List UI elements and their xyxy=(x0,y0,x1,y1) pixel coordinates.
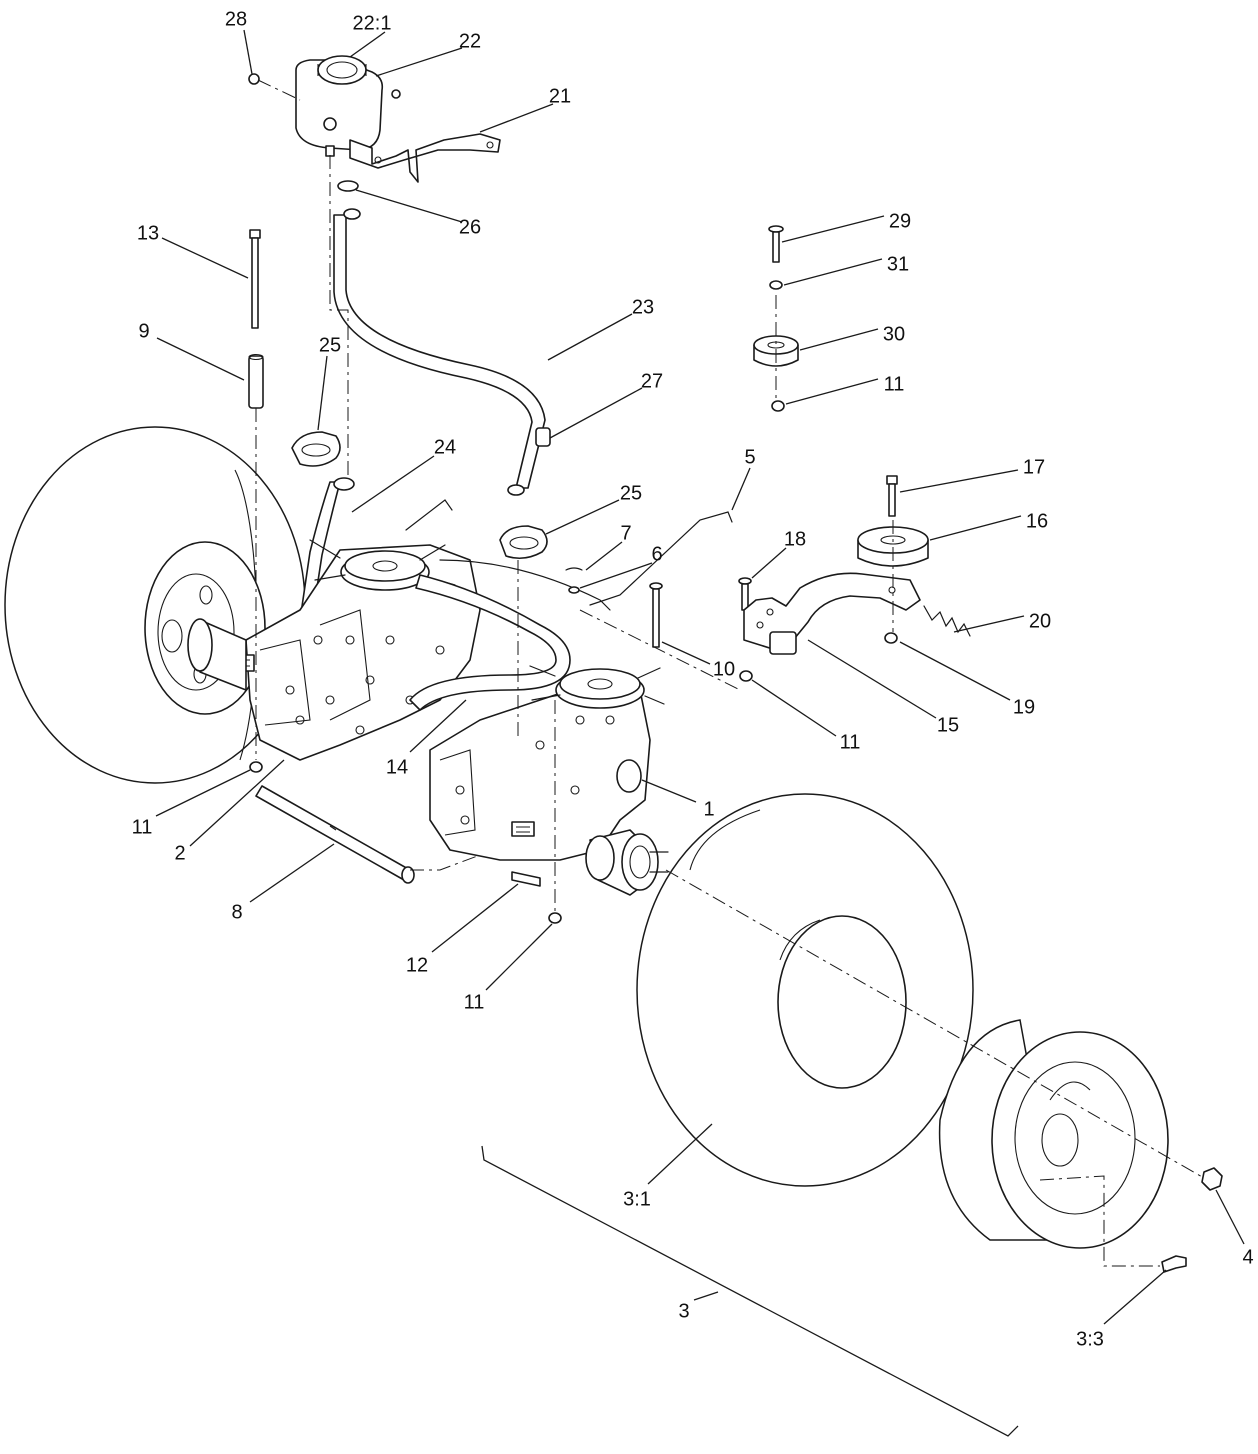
bolt-29 xyxy=(768,225,784,263)
right-transaxle-pulley xyxy=(529,665,665,709)
right-tire xyxy=(636,793,974,1187)
callout-c26: 26 xyxy=(459,216,481,238)
callout-c3-3: 3:3 xyxy=(1076,1328,1104,1350)
callout-c11a: 11 xyxy=(884,373,905,395)
nut-11-bottom xyxy=(548,912,562,924)
callout-c25a: 25 xyxy=(319,334,341,356)
callout-c2: 2 xyxy=(174,842,185,864)
callout-c27: 27 xyxy=(641,370,663,392)
hydraulic-hose xyxy=(333,208,546,496)
leader-lines xyxy=(155,29,1245,1325)
nut-11-bracket xyxy=(739,670,753,682)
pin-12 xyxy=(511,871,541,887)
callout-c8: 8 xyxy=(231,901,242,923)
callout-c3: 3 xyxy=(678,1300,689,1322)
callout-c12: 12 xyxy=(406,954,428,976)
bolt-28 xyxy=(248,73,260,85)
gasket-25-right xyxy=(499,525,548,560)
callout-c28: 28 xyxy=(225,8,247,30)
callout-c17: 17 xyxy=(1023,456,1045,478)
control-rod-5 xyxy=(589,511,733,606)
callout-c13: 13 xyxy=(137,222,159,244)
callout-c19: 19 xyxy=(1013,696,1035,718)
callout-c15: 15 xyxy=(937,714,959,736)
callout-c24: 24 xyxy=(434,436,456,458)
hydraulic-reservoir-tank xyxy=(295,55,401,157)
left-transaxle-pulley xyxy=(309,539,456,591)
spring-20 xyxy=(923,605,971,637)
callout-c3-1: 3:1 xyxy=(623,1188,651,1210)
spacer-9 xyxy=(248,353,264,409)
idler-pulley-30 xyxy=(753,335,799,367)
callout-c7: 7 xyxy=(620,522,631,544)
callout-c10: 10 xyxy=(713,658,735,680)
callout-c23: 23 xyxy=(632,296,654,318)
clip-7 xyxy=(565,567,583,571)
callout-c11b: 11 xyxy=(840,731,861,753)
nut-11-idler xyxy=(771,400,785,412)
nut-19 xyxy=(884,632,898,644)
callout-c4: 4 xyxy=(1242,1246,1253,1268)
control-rod-left xyxy=(405,499,453,531)
spacer-31 xyxy=(769,280,783,290)
callout-c20: 20 xyxy=(1029,610,1051,632)
right-transaxle xyxy=(429,679,669,896)
callout-c6: 6 xyxy=(651,543,662,565)
callout-c25b: 25 xyxy=(620,482,642,504)
cross-bar-8 xyxy=(255,785,415,884)
reservoir-cap xyxy=(317,55,367,85)
callout-c16: 16 xyxy=(1026,510,1048,532)
hose-clamp xyxy=(337,180,359,192)
hose-fitting-27 xyxy=(535,427,551,447)
bolt-10 xyxy=(649,582,663,648)
nut-11-left xyxy=(249,761,263,773)
callout-c18: 18 xyxy=(784,528,806,550)
callout-c1: 1 xyxy=(703,798,714,820)
bolt-17 xyxy=(886,475,898,517)
reservoir-bracket xyxy=(349,133,501,183)
idler-arm-15 xyxy=(743,572,921,655)
callout-c31: 31 xyxy=(887,253,909,275)
callout-c22-1: 22:1 xyxy=(353,12,392,34)
bolt-13 xyxy=(249,229,261,329)
assembly-3-bracket xyxy=(481,1145,1019,1437)
callout-c9: 9 xyxy=(138,320,149,342)
callout-c29: 29 xyxy=(889,210,911,232)
callout-c14: 14 xyxy=(386,756,408,778)
gasket-25-left xyxy=(291,431,341,467)
callout-c5: 5 xyxy=(744,446,755,468)
callout-c11d: 11 xyxy=(464,991,485,1013)
right-wheel-rim xyxy=(938,1019,1169,1249)
assembly-centerlines xyxy=(255,79,1205,1267)
callout-c22: 22 xyxy=(459,30,481,52)
callout-c21: 21 xyxy=(549,85,571,107)
callout-c11c: 11 xyxy=(132,816,153,838)
lug-nut-4 xyxy=(1201,1167,1223,1191)
drive-belt xyxy=(409,559,611,711)
callout-c30: 30 xyxy=(883,323,905,345)
washer-6 xyxy=(568,586,580,594)
